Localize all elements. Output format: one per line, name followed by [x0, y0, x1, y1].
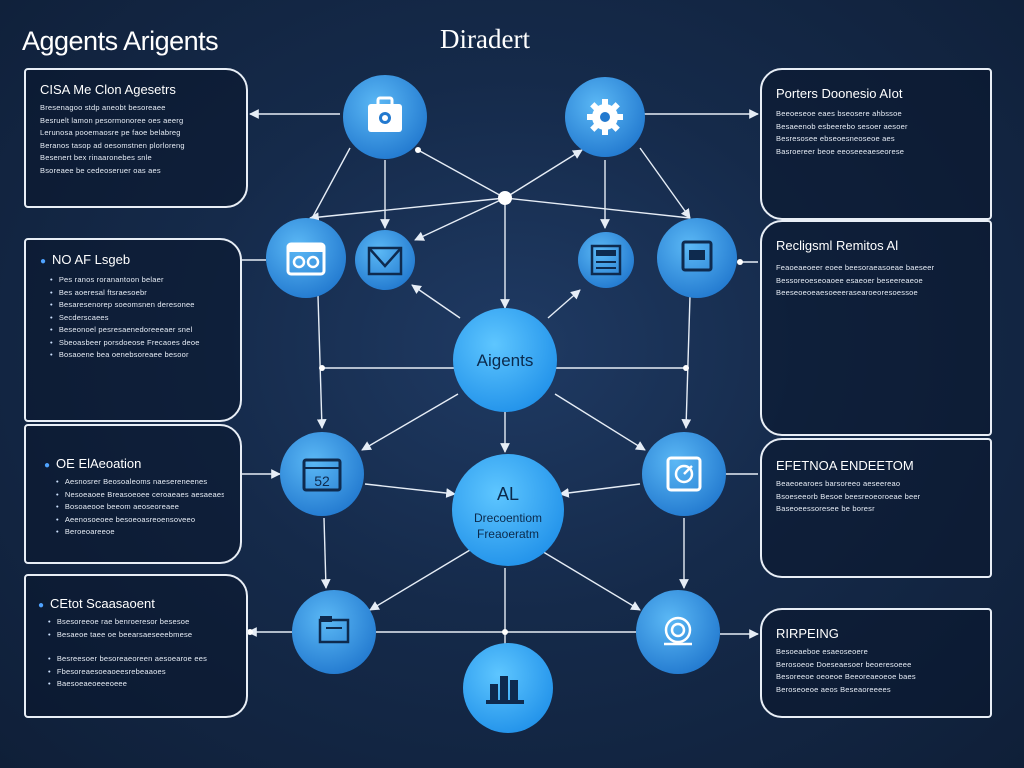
node-top-right[interactable] [565, 77, 645, 157]
panel-line: Besoreeoe oeoeoe Beeoreaeoeoe baes [776, 672, 916, 681]
node-upper-far-left[interactable] [266, 218, 346, 298]
svg-text:52: 52 [314, 473, 330, 489]
calendar-icon: 52 [302, 458, 342, 492]
panel-line: Basroereer beoe eeoseeeaeseorese [776, 146, 905, 156]
panel-line: •Bes aoeresal ftsraesoebr [50, 287, 148, 297]
panel-lower-left: ●OE ElAeoation •Aesnosrer Beosoaleoms na… [24, 424, 242, 564]
panel-top-left: CISA Me Clon Agesetrs Bresenagoo stdp an… [24, 68, 248, 208]
panel-line: •Besaeoe taee oe beearsaeseeebmese [48, 629, 193, 639]
node-lower-right[interactable] [636, 590, 720, 674]
panel-line: •Nesoeaoee Breasoeoee ceroaeaes aesaeaes… [56, 489, 224, 499]
panel-line: •Besaresenorep soeomsnen deresonee [50, 300, 195, 309]
panel-line: Besenert bex rinaaronebes snle [40, 153, 152, 162]
gear-icon [587, 99, 623, 135]
panel-line: Berosoeoe Doeseaesoer beoeresoeee [776, 659, 912, 669]
panel-title: ●CEtot Scaasaoent [38, 596, 155, 611]
node-mid-right[interactable] [642, 432, 726, 516]
bullet-icon: ● [44, 460, 51, 471]
mail-icon [367, 246, 403, 276]
panel-title: EFETNOA ENDEETOM [776, 458, 914, 473]
panel-line: Beranos tasop ad oesomstnen plorloreng [40, 140, 185, 150]
panel-mid-left: ●NO AF Lsgeb •Pes ranos roranantoon bela… [24, 238, 242, 422]
panel-top-right: Porters Doonesio AIot Beeoeseoe eaes bse… [760, 68, 992, 220]
panel-line: •Bosoaeooe beeom aeoseoreaee [56, 502, 180, 511]
panel-mid-right: Recligsml Remitos Al Feaoeaeoeer eoee be… [760, 220, 992, 436]
panel-line: Bsoreaee be cedeoseruer oas aes [40, 165, 161, 175]
panel-line: •Bosaoene bea oenebsoreaee besoor [50, 350, 189, 359]
panel-line: •Fbesoreaesoeaoeesrebeaaoes [48, 666, 166, 676]
panel-title: CISA Me Clon Agesetrs [40, 82, 176, 97]
node-center[interactable]: Aigents [453, 308, 557, 412]
connections [242, 109, 759, 648]
panel-title: ●OE ElAeoation [44, 456, 142, 471]
panel-line: Beroseoeoe aeos Beseaoreeees [776, 684, 891, 694]
page-title: Aggents Arigents [22, 26, 219, 56]
panel-line: •Bsesoreeoe rae benroeresor besesoe [48, 617, 190, 626]
panel-line: •Baesoeaeoeeeoeee [48, 679, 128, 688]
panel-line: Bessoreoeseoaoee esaeoer beseereaeoe [776, 275, 923, 285]
panel-line: Lerunosa pooemaosre pe faoe belabreg [40, 128, 181, 137]
center-node-label: Aigents [477, 351, 534, 370]
panel-bottom-left: ●CEtot Scaasaoent •Bsesoreeoe rae benroe… [24, 574, 248, 718]
panel-lower-right: EFETNOA ENDEETOM Beaeoearoes barsoreeo a… [760, 438, 992, 578]
panel-line: •Beroeoareeoe [56, 527, 115, 536]
panel-line: Baseoeessoresee be boresr [776, 504, 875, 513]
bullet-icon: ● [40, 256, 47, 267]
monitor-icon [681, 240, 713, 272]
node-upper-right[interactable] [578, 232, 634, 288]
panel-line: Bresenagoo stdp aneobt besoreaee [40, 103, 166, 112]
panel-line: Beeoeseoe eaes bseosere ahbssoe [776, 109, 902, 118]
panel-line: •Pes ranos roranantoon belaer [50, 275, 164, 284]
panel-line: •Aesnosrer Beosoaleoms naesereneenes [56, 477, 208, 486]
dashboard-icon [590, 244, 622, 276]
core-node-line1: AL [497, 484, 519, 504]
panel-line: Besoeaeboe esaeoseoere [776, 647, 868, 656]
node-top-left[interactable] [343, 75, 427, 159]
panel-title: Porters Doonesio AIot [776, 86, 903, 101]
panel-line: •Beseonoel pesresaenedoreeeaer snel [50, 325, 193, 334]
factory-icon [486, 676, 524, 704]
panel-title: ●NO AF Lsgeb [40, 252, 131, 267]
network-icon [664, 616, 692, 646]
panel-line: Feaoeaeoeer eoee beesoraeasoeae baeseer [776, 263, 935, 272]
panel-title: Recligsml Remitos Al [776, 238, 899, 253]
core-node-line2: Drecoentiom [474, 511, 542, 525]
node-mid-left[interactable]: 52 [280, 432, 364, 516]
diagram-subtitle: Diradert [440, 24, 530, 54]
panel-line: •Secderscaees [50, 312, 109, 322]
panel-line: Besruelt lamon pesormonoree oes aeerg [40, 115, 184, 125]
folder-icon [318, 616, 350, 644]
junction-dots [247, 147, 743, 635]
node-core[interactable]: AL Drecoentiom Freaoeratm [452, 454, 564, 566]
panel-bottom-right: RIRPEING Besoeaeboe esaeoseoere Berosoeo… [760, 608, 992, 718]
node-lower-left[interactable] [292, 590, 376, 674]
node-upper-left[interactable] [355, 230, 415, 290]
panel-line: Beeseoeoeaesoeeerasearoeoresoessoe [776, 288, 918, 297]
panel-line: Beaeoearoes barsoreeo aeseereao [776, 479, 901, 488]
panel-line: •Sbeoasbeer porsdoeose Frecaoes deoe [50, 337, 200, 347]
panel-line: Besaeenob esbeerebo sesoer aesoer [776, 121, 908, 131]
panel-line: Bsoeseeorb Besoe beesreoeoroeae beer [776, 491, 921, 501]
node-bottom[interactable] [463, 643, 553, 733]
panel-line: •Aeenosoeoee besoeoasreoensoveeo [56, 514, 196, 524]
core-node-line3: Freaoeratm [477, 527, 539, 541]
panel-line: Besresosee ebseoesneoseoe aes [776, 134, 895, 143]
briefcase-icon [368, 96, 402, 132]
bullet-icon: ● [38, 600, 45, 611]
calendar-icon [286, 242, 326, 276]
node-upper-far-right[interactable] [657, 218, 737, 298]
panel-line: •Besreesoer besoreaeoreen aesoearoe ees [48, 654, 208, 663]
panel-title: RIRPEING [776, 626, 839, 641]
document-icon [666, 456, 702, 492]
